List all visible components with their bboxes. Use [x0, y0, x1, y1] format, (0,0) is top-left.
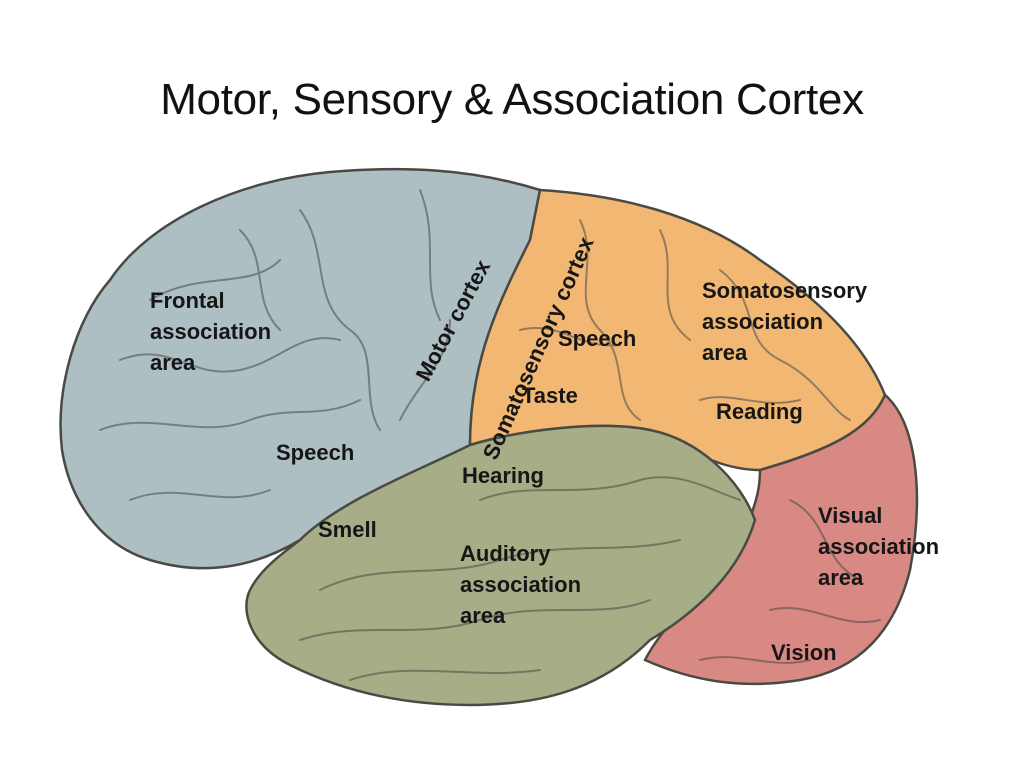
label-line: association	[460, 572, 582, 597]
label-line: Frontal	[150, 288, 225, 313]
label-line: association	[818, 534, 940, 559]
label-reading: Reading	[716, 399, 803, 424]
label-somatosensory-association-area: Somatosensory association area	[702, 275, 867, 368]
label-line: area	[702, 340, 748, 365]
label-visual-association-area: Visual association area	[818, 500, 939, 593]
temporal-lobe-region	[245, 424, 757, 707]
label-speech-frontal: Speech	[276, 440, 355, 465]
label-frontal-association-area: Frontal association area	[150, 285, 271, 378]
label-line: Auditory	[460, 541, 551, 566]
slide-title: Motor, Sensory & Association Cortex	[160, 75, 864, 124]
label-vision: Vision	[771, 640, 837, 665]
label-auditory-association-area: Auditory association area	[460, 538, 581, 631]
sulci-lines	[99, 189, 881, 681]
label-line: area	[460, 603, 506, 628]
label-line: Somatosensory	[702, 278, 868, 303]
label-line: area	[150, 350, 196, 375]
label-line: association	[150, 319, 272, 344]
occipital-region	[643, 392, 919, 686]
label-line: Visual	[818, 503, 883, 528]
label-line: association	[702, 309, 824, 334]
label-taste: Taste	[522, 383, 578, 408]
label-speech-upper: Speech	[558, 326, 637, 351]
label-hearing: Hearing	[462, 463, 544, 488]
label-smell: Smell	[318, 517, 377, 542]
label-line: area	[818, 565, 864, 590]
